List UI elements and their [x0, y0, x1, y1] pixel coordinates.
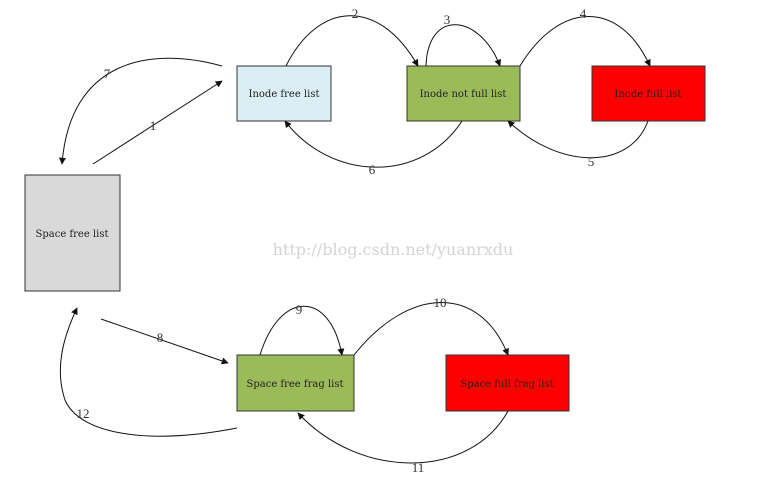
edge-4-arrow — [519, 16, 651, 67]
space-full-frag-list-label: Space full frag list — [460, 379, 553, 390]
edge-1-arrow — [92, 80, 223, 165]
edge-9-label: 9 — [296, 302, 303, 317]
space-free-frag-list-label: Space free frag list — [247, 379, 344, 390]
edge-5-arrow — [507, 120, 649, 159]
edge-10-label: 10 — [434, 295, 447, 310]
edge-8-label: 8 — [157, 330, 164, 345]
edge-5-label: 5 — [588, 154, 595, 169]
inode-free-list-box: Inode free list — [236, 65, 332, 122]
edge-3-arrow — [425, 24, 501, 67]
edge-7-label: 7 — [104, 66, 111, 81]
watermark-text: http://blog.csdn.net/yuanrxdu — [273, 240, 514, 259]
inode-not-full-list-box: Inode not full list — [406, 65, 521, 122]
edge-11-label: 11 — [412, 460, 425, 475]
inode-full-list-label: Inode full list — [614, 89, 681, 100]
edge-2-label: 2 — [352, 6, 359, 21]
inode-free-list-rect — [236, 65, 332, 122]
edge-2-arrow — [285, 15, 419, 67]
edge-10-arrow — [353, 302, 509, 356]
space-free-list-label: Space free list — [36, 229, 109, 240]
edge-11-arrow — [297, 410, 509, 464]
space-free-frag-list-rect — [236, 354, 355, 412]
edge-9-arrow — [259, 305, 345, 356]
edge-12-arrow — [59, 307, 238, 437]
edge-1-label: 1 — [150, 118, 157, 133]
edge-4-label: 4 — [580, 6, 587, 21]
edge-6-label: 6 — [369, 162, 376, 177]
space-free-frag-list-box: Space free frag list — [236, 354, 355, 412]
edge-3-label: 3 — [444, 12, 451, 27]
space-full-frag-list-rect — [445, 354, 570, 412]
inode-full-list-box: Inode full list — [591, 65, 706, 122]
edge-7-arrow — [58, 57, 223, 165]
edge-6-arrow — [284, 120, 463, 168]
edge-8-arrow — [100, 318, 229, 365]
space-full-frag-list-box: Space full frag list — [445, 354, 570, 412]
edge-12-label: 12 — [77, 406, 90, 421]
inode-not-full-list-rect — [406, 65, 521, 122]
space-free-list-rect — [24, 174, 121, 292]
inode-not-full-list-label: Inode not full list — [420, 89, 507, 100]
inode-free-list-label: Inode free list — [249, 89, 320, 100]
space-free-list-box: Space free list — [24, 174, 121, 292]
